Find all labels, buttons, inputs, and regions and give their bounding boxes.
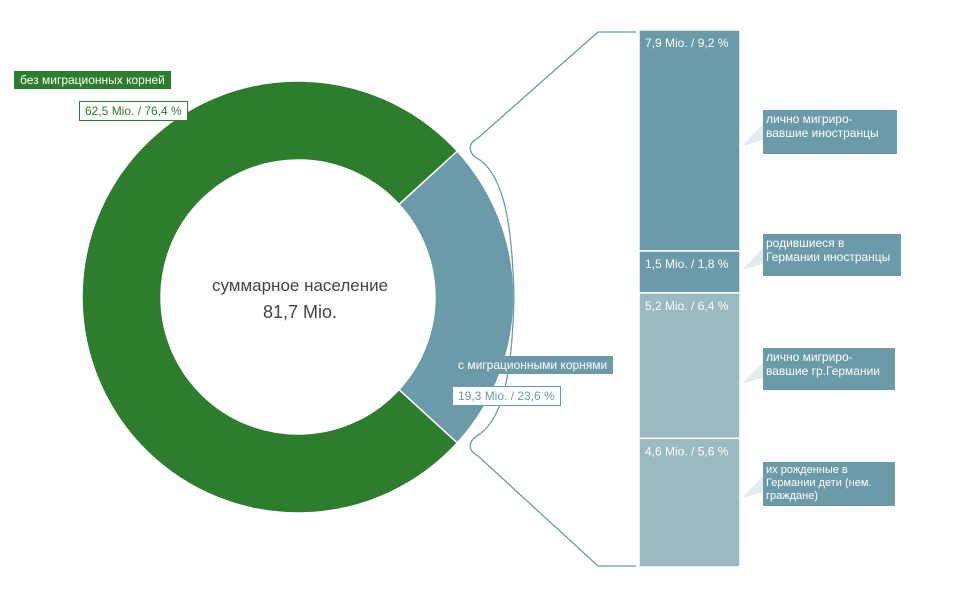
- donut-value-migration: 19,3 Mio. / 23,6 %: [452, 386, 561, 406]
- breakdown-segment-4: [638, 437, 741, 568]
- callout-line: вавшие гр.Германии: [766, 364, 881, 378]
- callout-line: лично мигриро-: [766, 350, 853, 364]
- callout-line: родившиеся в: [766, 236, 845, 250]
- donut-label-migration: с миграционными корнями: [452, 356, 614, 374]
- callout-pointer: [742, 476, 763, 498]
- callout-pointer: [742, 362, 763, 384]
- callout-breakdown-4: их рожденные в Германии дети (нем. гражд…: [763, 462, 895, 506]
- callout-line: граждане): [766, 490, 818, 502]
- breakdown-value-label: 1,5 Mio. / 1,8 %: [645, 257, 729, 271]
- center-title: суммарное население: [211, 276, 389, 295]
- bracket-line-bottom: [477, 455, 599, 567]
- callout-line: их рожденные в: [766, 464, 848, 476]
- callout-breakdown-3: лично мигриро- вавшие гр.Германии: [763, 348, 895, 390]
- donut-segment-no-migration: [81, 80, 459, 514]
- callout-breakdown-2: родившиеся в Германии иностранцы: [763, 234, 901, 276]
- breakdown-value-label: 4,6 Mio. / 5,6 %: [645, 444, 729, 458]
- breakdown-value-label: 5,2 Mio. / 6,4 %: [645, 299, 729, 313]
- callout-pointer: [742, 248, 763, 270]
- callout-breakdown-1: лично мигриро- вавшие иностранцы: [763, 110, 897, 154]
- breakdown-value-label: 7,9 Mio. / 9,2 %: [645, 36, 729, 50]
- callout-line: Германии иностранцы: [766, 250, 891, 264]
- center-value: 81,7 Mio.: [262, 302, 338, 322]
- callout-line: Германии дети (нем.: [766, 477, 872, 489]
- donut-label-no-migration: без миграционных корней: [14, 71, 171, 89]
- breakdown-segment-1: [638, 29, 741, 252]
- callout-line: вавшие иностранцы: [766, 126, 879, 140]
- breakdown-segment-3: [638, 292, 741, 440]
- donut-value-no-migration: 62,5 Mio. / 76,4 %: [79, 101, 188, 121]
- bracket-line-top: [477, 31, 599, 139]
- callout-line: лично мигриро-: [766, 112, 853, 126]
- bracket-arc: [469, 137, 515, 457]
- callout-pointer: [742, 124, 763, 146]
